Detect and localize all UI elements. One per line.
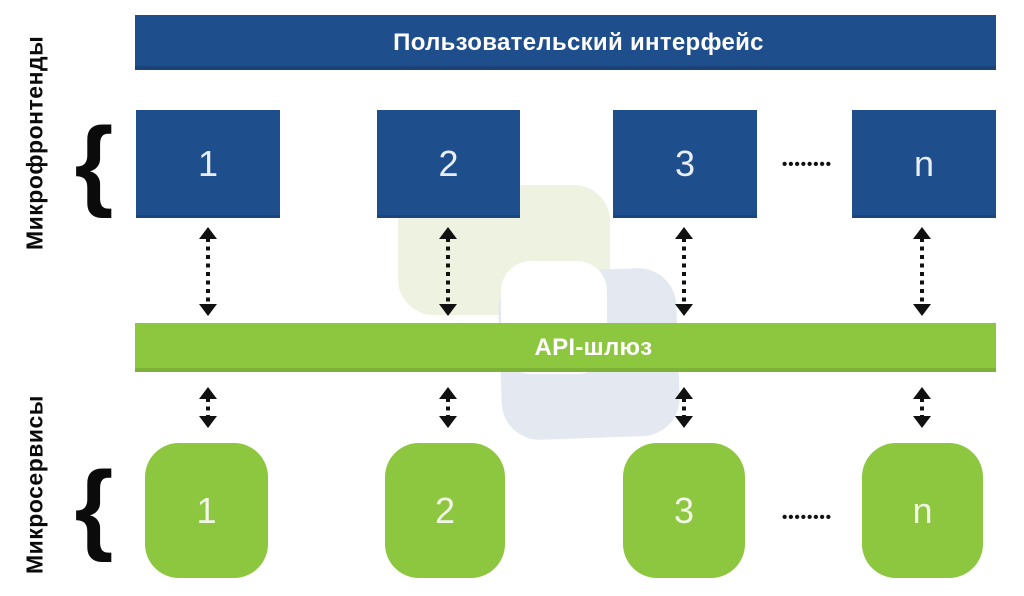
dotted-line	[206, 238, 210, 305]
double-arrow-frontend-3	[674, 227, 694, 316]
microfrontend-box-1-label: 1	[197, 143, 219, 184]
microservice-box-2-label: 2	[434, 489, 456, 531]
microfrontend-box-2-label: 2	[438, 143, 459, 184]
microfrontend-box-3-label: 3	[674, 143, 696, 184]
user-interface-label: Пользовательский интерфейс	[393, 28, 764, 56]
microservice-box-3-label: 3	[673, 489, 695, 531]
microservices-brace-icon: {	[74, 451, 114, 563]
microfrontend-box-n: n	[852, 110, 996, 218]
double-arrow-service-1	[198, 387, 218, 428]
double-arrow-service-2	[438, 387, 458, 428]
microservice-box-n-label: n	[912, 489, 933, 531]
double-arrow-service-3	[674, 387, 694, 428]
microservice-box-n: n	[862, 443, 983, 578]
microservices-ellipsis-dots: ••••••••	[781, 509, 832, 526]
dotted-line	[920, 398, 924, 417]
microservices-group-label: Микросервисы	[21, 395, 48, 575]
user-interface-bar: Пользовательский интерфейс	[135, 15, 996, 70]
microfrontends-ellipsis-dots: ••••••••	[781, 156, 832, 173]
microfrontends-brace-icon: {	[74, 107, 114, 219]
microservice-box-2: 2	[385, 443, 505, 578]
microfrontend-box-3: 3	[613, 110, 757, 218]
microfrontend-box-1: 1	[136, 110, 280, 218]
dotted-line	[446, 238, 450, 305]
double-arrow-frontend-n	[912, 227, 932, 316]
microservice-box-1-label: 1	[196, 489, 217, 531]
dotted-line	[206, 398, 210, 417]
dotted-line	[920, 238, 924, 305]
microservice-box-1: 1	[145, 443, 268, 578]
dotted-line	[682, 238, 686, 305]
double-arrow-frontend-1	[198, 227, 218, 316]
api-gateway-label: API-шлюз	[534, 333, 653, 361]
double-arrow-frontend-2	[438, 227, 458, 316]
double-arrow-service-n	[912, 387, 932, 428]
microservice-box-3: 3	[623, 443, 745, 578]
dotted-line	[446, 398, 450, 417]
microfrontend-box-2: 2	[377, 110, 520, 218]
microfrontends-group-label: Микрофронтенды	[21, 35, 48, 251]
microfrontend-box-n-label: n	[913, 143, 935, 184]
dotted-line	[682, 398, 686, 417]
api-gateway-bar: API-шлюз	[135, 323, 996, 372]
